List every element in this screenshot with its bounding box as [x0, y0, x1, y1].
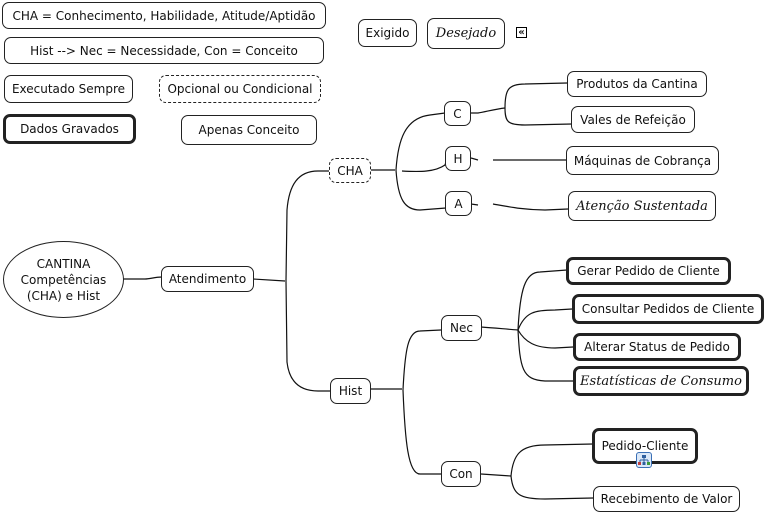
link-con-recebimento — [510, 475, 594, 500]
node-maquinas-label: Máquinas de Cobrança — [573, 153, 712, 168]
link-h-fork — [470, 157, 479, 161]
link-nec-consultar — [517, 308, 573, 331]
node-nec-label: Nec — [450, 321, 473, 335]
node-atencao-label: Atenção Sustentada — [576, 198, 708, 214]
root-line-3: (CHA) e Hist — [26, 288, 101, 303]
link-cha-a — [395, 169, 447, 211]
link-hist-nec — [402, 329, 442, 391]
link-c-vales — [504, 107, 573, 126]
node-produtos-label: Produtos da Cantina — [576, 77, 698, 91]
root-line-1: CANTINA — [36, 256, 91, 271]
legend-dados-gravados: Dados Gravados — [3, 114, 136, 144]
hierarchy-icon — [638, 455, 650, 465]
node-pedido-cliente[interactable]: Pedido-Cliente — [592, 428, 698, 464]
node-gerar-pedido[interactable]: Gerar Pedido de Cliente — [566, 257, 731, 285]
legend-dados-text: Dados Gravados — [20, 122, 119, 136]
node-hist-label: Hist — [338, 384, 363, 398]
node-maquinas-cobranca[interactable]: Máquinas de Cobrança — [566, 146, 719, 175]
legend-opcional-text: Opcional ou Condicional — [167, 82, 313, 96]
linked-map-icon[interactable] — [636, 452, 652, 468]
legend-opcional: Opcional ou Condicional — [159, 75, 321, 103]
link-cha-h — [401, 158, 448, 173]
node-alterar-status[interactable]: Alterar Status de Pedido — [573, 333, 741, 361]
link-fork-hist — [285, 280, 330, 392]
node-estatisticas-consumo[interactable]: Estatísticas de Consumo — [573, 366, 749, 396]
legend-hist-definition: Hist --> Nec = Necessidade, Con = Concei… — [4, 37, 324, 64]
link-hist-con — [402, 389, 441, 475]
node-c[interactable]: C — [444, 101, 471, 126]
node-cha[interactable]: CHA — [329, 158, 371, 183]
link-nec-fork — [480, 326, 519, 331]
link-cha-c — [395, 112, 446, 171]
node-consultar-pedidos[interactable]: Consultar Pedidos de Cliente — [572, 294, 764, 324]
link-nec-gerar — [517, 269, 568, 331]
link-fork-cha — [285, 170, 330, 282]
collapse-icon[interactable]: « — [516, 27, 527, 38]
node-consultar-label: Consultar Pedidos de Cliente — [581, 302, 755, 316]
link-a-atencao — [492, 203, 569, 211]
node-estatisticas-label: Estatísticas de Consumo — [580, 373, 742, 389]
legend-exigido-text: Exigido — [365, 26, 410, 40]
node-alterar-label: Alterar Status de Pedido — [584, 340, 730, 354]
node-atendimento-label: Atendimento — [168, 272, 247, 286]
node-vales-refeicao[interactable]: Vales de Refeição — [571, 106, 695, 133]
node-atencao-sustentada[interactable]: Atenção Sustentada — [568, 191, 716, 221]
legend-cha-text: CHA = Conhecimento, Habilidade, Atitude/… — [12, 8, 316, 23]
node-h[interactable]: H — [445, 146, 471, 171]
legend-executado-sempre: Executado Sempre — [4, 75, 133, 103]
node-con-label: Con — [449, 467, 473, 481]
link-atendimento-fork — [252, 278, 286, 282]
legend-hist-text: Hist --> Nec = Necessidade, Con = Concei… — [30, 43, 298, 58]
node-c-label: C — [453, 106, 462, 121]
legend-exigido: Exigido — [358, 19, 417, 47]
link-con-fork — [480, 473, 512, 477]
link-nec-estatisticas — [517, 329, 573, 382]
node-hist[interactable]: Hist — [330, 378, 371, 404]
node-produtos-cantina[interactable]: Produtos da Cantina — [567, 71, 707, 97]
node-a[interactable]: A — [445, 191, 472, 216]
node-con[interactable]: Con — [441, 461, 481, 487]
node-vales-label: Vales de Refeição — [580, 112, 686, 127]
link-con-pedido — [510, 443, 594, 477]
node-recebimento-valor[interactable]: Recebimento de Valor — [593, 486, 740, 512]
node-gerar-label: Gerar Pedido de Cliente — [577, 264, 720, 278]
root-node[interactable]: CANTINA Competências (CHA) e Hist — [3, 241, 124, 318]
node-pedido-label: Pedido-Cliente — [601, 439, 689, 453]
legend-apenas-conceito: Apenas Conceito — [181, 115, 317, 145]
link-nec-alterar — [517, 329, 574, 349]
legend-desejado-text: Desejado — [435, 26, 497, 41]
node-cha-label: CHA — [337, 163, 363, 178]
node-h-label: H — [453, 151, 463, 166]
root-line-2: Competências — [20, 272, 107, 287]
node-a-label: A — [454, 196, 463, 211]
link-c-produtos — [504, 82, 568, 109]
legend-conceito-text: Apenas Conceito — [198, 123, 300, 137]
link-c-fork — [470, 107, 506, 114]
link-root-atendimento — [123, 276, 163, 280]
node-nec[interactable]: Nec — [441, 315, 482, 341]
node-recebimento-label: Recebimento de Valor — [600, 492, 733, 506]
link-a-fork — [470, 203, 479, 206]
legend-cha-definition: CHA = Conhecimento, Habilidade, Atitude/… — [2, 2, 326, 29]
node-atendimento[interactable]: Atendimento — [161, 266, 254, 292]
legend-executado-text: Executado Sempre — [11, 82, 126, 96]
legend-desejado: Desejado — [427, 18, 505, 49]
